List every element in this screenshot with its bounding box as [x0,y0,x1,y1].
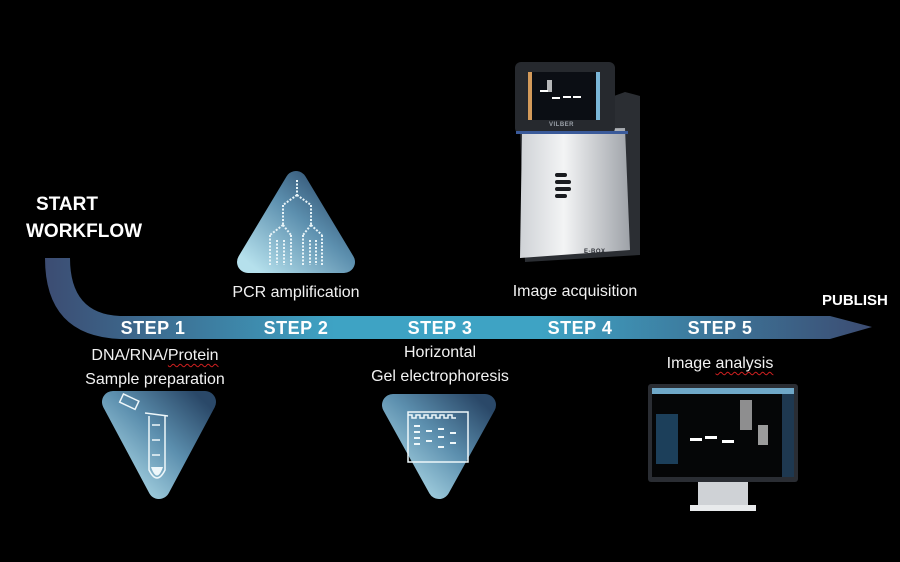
sample-tube-icon [102,391,216,499]
step-4-description: Image acquisition [512,283,638,300]
device-brand-label: VILBER [549,122,575,128]
start-line1: START [36,194,98,215]
step-1-desc-b: Protein [167,347,219,364]
step-1-desc-a: DNA/RNA/ [91,347,168,364]
gel-icon [382,394,496,499]
step-5-desc-a: Image [666,355,716,372]
pcr-icon [237,171,355,273]
step-1-desc-line2: Sample preparation [85,371,225,388]
start-label: START WORKFLOW [26,191,143,245]
step-1-label: STEP 1 [120,318,186,338]
step-3-desc-line1: Horizontal [403,344,477,361]
step-3-description: Horizontal Gel electrophoresis [355,341,525,389]
step-2-description: PCR amplification [232,284,360,301]
device-model-label: E-BOX [584,249,606,255]
publish-label: PUBLISH [822,292,888,309]
start-line2: WORKFLOW [26,221,143,242]
step-2-label: STEP 2 [263,318,329,338]
workflow-arrow [45,258,872,339]
analysis-monitor-image [648,384,798,511]
step-3-label: STEP 3 [407,318,473,338]
step-5-label: STEP 5 [687,318,753,338]
step-5-desc-b: analysis [715,355,774,372]
step-3-desc-line2: Gel electrophoresis [371,368,509,385]
step-4-label: STEP 4 [547,318,613,338]
step-1-description: DNA/RNA/Protein Sample preparation [70,344,240,392]
imaging-device-image [515,62,640,262]
step-5-description: Image analysis [645,352,795,376]
